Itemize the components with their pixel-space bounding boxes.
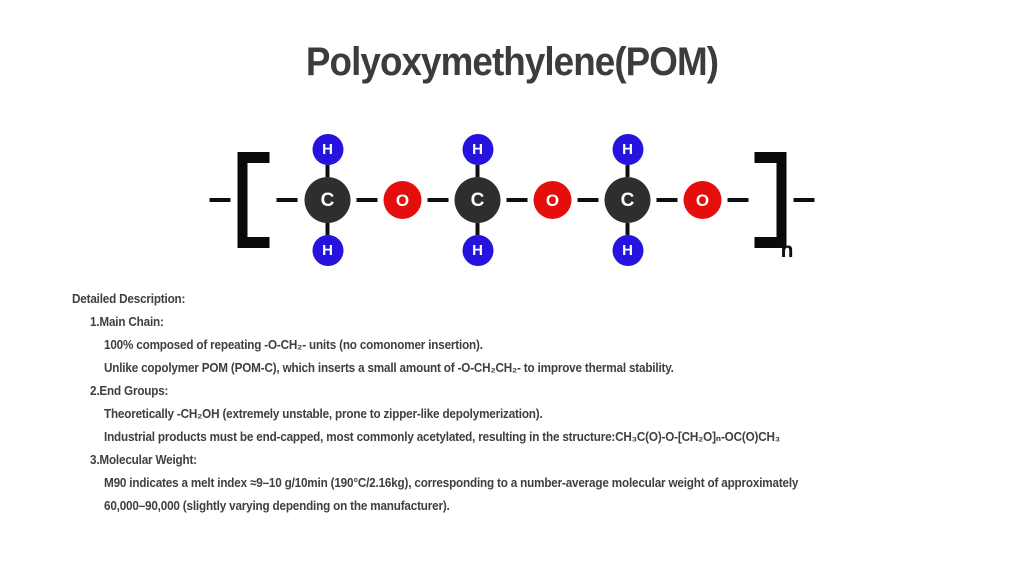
oxygen-atom: O	[533, 181, 572, 219]
repeat-subscript: n	[780, 239, 794, 262]
bond	[656, 198, 678, 202]
description-line: M90 indicates a melt index ≈9–10 g/10min…	[104, 475, 799, 490]
hydrogen-atom: H	[462, 134, 493, 165]
ch2-unit: H C H	[304, 134, 351, 266]
bond	[625, 223, 630, 235]
bond	[427, 198, 449, 202]
page-title: Polyoxymethylene(POM)	[305, 40, 719, 84]
oxygen-atom: O	[383, 181, 422, 219]
hydrogen-atom: H	[612, 235, 643, 266]
oxygen-atom: O	[683, 181, 722, 219]
hydrogen-atom: H	[612, 134, 643, 165]
hydrogen-atom: H	[312, 235, 343, 266]
description-line: 100% composed of repeating -O-CH₂- units…	[104, 337, 483, 352]
ch2-unit: H C H	[454, 134, 501, 266]
hydrogen-atom: H	[462, 235, 493, 266]
bracket-left	[237, 152, 270, 248]
bond	[209, 198, 231, 202]
description-line: 60,000–90,000 (slightly varying dependin…	[104, 498, 450, 513]
bond	[727, 198, 749, 202]
bond	[356, 198, 378, 202]
bond	[475, 223, 480, 235]
description-heading: Detailed Description:	[72, 291, 186, 306]
bond	[506, 198, 528, 202]
bond	[276, 198, 298, 202]
section-label: 2.End Groups:	[90, 383, 169, 398]
section-label: 1.Main Chain:	[90, 314, 164, 329]
bond	[325, 223, 330, 235]
description-block: Detailed Description: 1.Main Chain: 100%…	[72, 292, 875, 522]
bond	[577, 198, 599, 202]
bond	[793, 198, 815, 202]
carbon-atom: C	[304, 177, 351, 223]
bond	[325, 165, 330, 177]
molecule-diagram: H C H O H C H O H C H O n	[203, 129, 822, 271]
description-line: Unlike copolymer POM (POM-C), which inse…	[104, 360, 674, 375]
carbon-atom: C	[604, 177, 651, 223]
bond	[475, 165, 480, 177]
bond	[625, 165, 630, 177]
ch2-unit: H C H	[604, 134, 651, 266]
bracket-right: n	[754, 152, 794, 261]
description-line: Industrial products must be end-capped, …	[104, 429, 780, 444]
hydrogen-atom: H	[312, 134, 343, 165]
carbon-atom: C	[454, 177, 501, 223]
section-label: 3.Molecular Weight:	[90, 452, 197, 467]
description-line: Theoretically -CH₂OH (extremely unstable…	[104, 406, 543, 421]
